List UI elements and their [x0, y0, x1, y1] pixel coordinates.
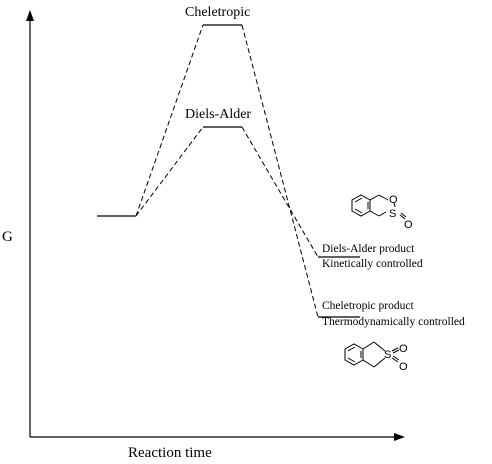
diels-alder-ring-oxygen: O: [389, 194, 398, 206]
diels-alder-ts-label: Diels-Alder: [185, 107, 251, 122]
y-axis: [26, 10, 34, 437]
y-axis-label: G: [2, 229, 13, 245]
diels-alder-sulfinyl-oxygen: O: [404, 219, 413, 231]
diels-alder-sulfur: S: [389, 208, 396, 220]
cheletropic-product-control: Thermodynamically controlled: [322, 316, 465, 328]
cheletropic-oxygen-top: O: [399, 343, 408, 355]
diels-alder-product-control: Kinetically controlled: [322, 258, 423, 270]
cheletropic-product-label: Cheletropic product: [322, 300, 414, 312]
cheletropic-ts-label: Cheletropic: [185, 5, 250, 20]
x-axis: [30, 433, 405, 441]
x-axis-label: Reaction time: [128, 445, 212, 461]
diels-alder-product-structure: [351, 194, 407, 220]
cheletropic-path: [135, 24, 319, 318]
diels-alder-path: [135, 126, 319, 258]
cheletropic-oxygen-bottom: O: [399, 361, 408, 373]
cheletropic-sulfur: S: [384, 349, 391, 361]
diels-alder-product-label: Diels-Alder product: [322, 243, 415, 255]
cheletropic-product-structure: [344, 341, 400, 368]
